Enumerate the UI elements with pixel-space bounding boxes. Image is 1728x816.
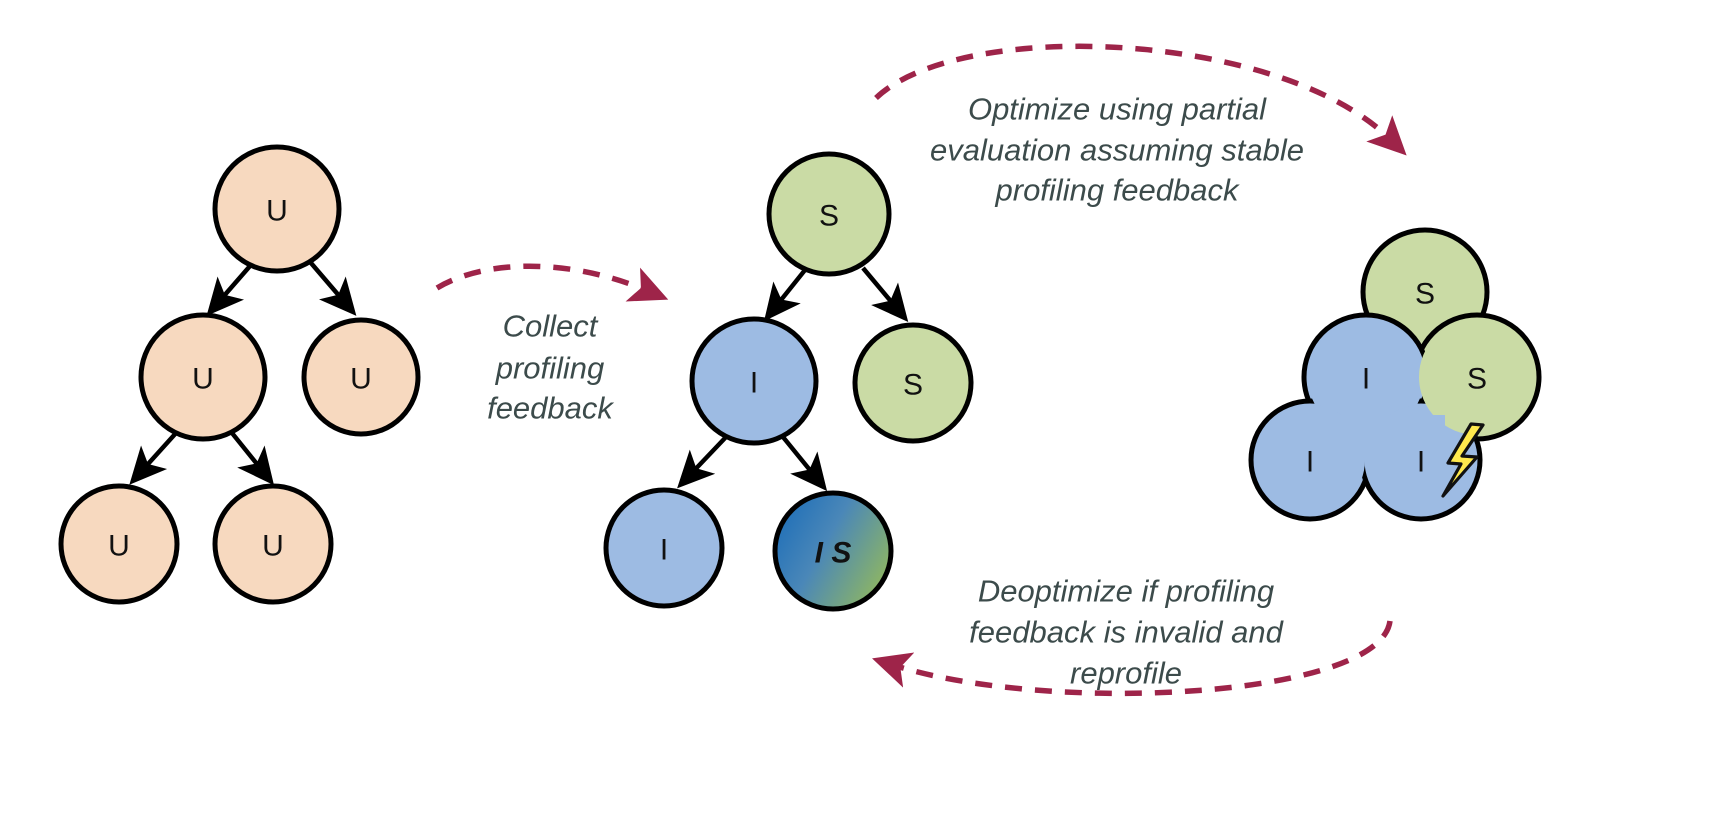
flow-arrows: [435, 43, 1407, 697]
node-label: U: [350, 363, 372, 396]
node-u-root[interactable]: U: [212, 144, 342, 274]
node-u-r2[interactable]: U: [212, 483, 334, 605]
node-label: U: [192, 363, 214, 396]
edge-p-l1-p-r2: [781, 435, 828, 492]
node-p-r1[interactable]: S: [852, 322, 974, 444]
cluster-node-label: I: [1362, 363, 1370, 396]
node-label: I S: [815, 537, 852, 570]
tree-edges: [677, 266, 909, 492]
annotation-deoptimize: Deoptimize if profiling feedback is inva…: [969, 574, 1284, 691]
edge-u-root-u-l1: [206, 264, 252, 316]
annotation-line: evaluation assuming stable: [930, 133, 1304, 168]
annotation-collect: Collect profiling feedback: [487, 309, 614, 426]
node-u-l2[interactable]: U: [58, 483, 180, 605]
edge-p-root-p-r1: [861, 266, 909, 323]
edge-p-l1-p-l2: [677, 435, 728, 489]
node-label: S: [903, 369, 923, 402]
unprofiled-tree: U U U U U: [58, 144, 421, 605]
cluster-node-label: S: [1415, 278, 1435, 311]
edge-u-root-u-r1: [309, 261, 357, 316]
tree-edges: [129, 261, 357, 486]
node-label: I: [660, 534, 668, 567]
node-label: U: [108, 530, 130, 563]
edge-u-l1-u-r2: [230, 431, 275, 486]
annotation-line: Optimize using partial: [968, 92, 1267, 127]
node-label: U: [266, 195, 288, 228]
cluster-node-label: I: [1417, 446, 1425, 479]
tree-nodes: U U U U U: [58, 144, 421, 605]
node-label: S: [819, 200, 839, 233]
profiled-tree: S I S I I S: [603, 151, 974, 612]
node-u-l1[interactable]: U: [138, 312, 268, 442]
node-label: I: [750, 367, 758, 400]
annotation-line: feedback: [487, 391, 614, 426]
collect-flow-arrow: [435, 263, 669, 302]
node-p-l1[interactable]: I: [689, 316, 819, 446]
tree-nodes: S I S I I S: [603, 151, 974, 612]
annotation-line: Collect: [503, 309, 599, 344]
cluster-node-label: I: [1306, 446, 1314, 479]
node-p-root[interactable]: S: [766, 151, 892, 277]
lightning-bolt-icon: [1441, 422, 1485, 498]
edge-p-root-p-l1: [764, 268, 807, 322]
node-u-r1[interactable]: U: [301, 317, 421, 437]
node-p-l2[interactable]: I: [603, 487, 725, 609]
node-p-r2-mixed[interactable]: I S: [772, 490, 894, 612]
optimized-cluster: S S I I I: [1248, 227, 1542, 522]
edge-u-l1-u-l2: [129, 431, 178, 485]
annotation-line: reprofile: [1070, 656, 1182, 691]
annotation-optimize: Optimize using partial evaluation assumi…: [930, 92, 1304, 208]
annotation-line: profiling: [495, 351, 605, 386]
deoptimize-flow-arrow: [872, 620, 1393, 697]
annotation-line: profiling feedback: [995, 173, 1240, 208]
annotation-line: feedback is invalid and: [969, 615, 1284, 650]
cluster-node-label: S: [1467, 363, 1487, 396]
annotation-line: Deoptimize if profiling: [978, 574, 1274, 609]
node-label: U: [262, 530, 284, 563]
